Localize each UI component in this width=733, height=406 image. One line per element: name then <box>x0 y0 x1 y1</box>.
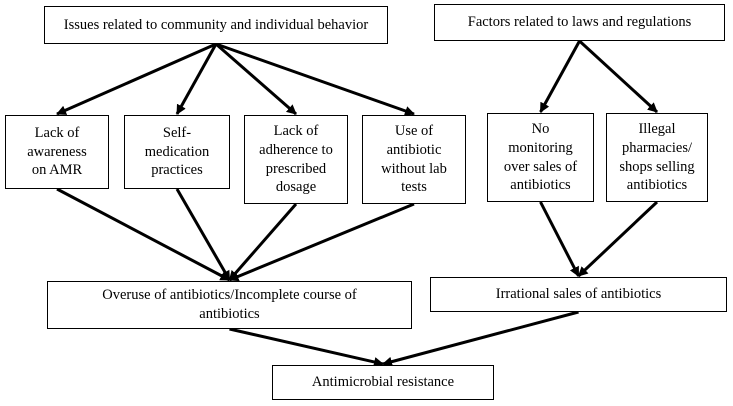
arrow-lack_awareness-to-overuse <box>56 187 231 282</box>
arrow-lack_adherence-to-overuse <box>228 203 298 281</box>
irrational-sales-label: Irrational sales of antibiotics <box>495 286 662 303</box>
arrow-irrational_sales-to-amr <box>382 310 579 367</box>
lack-awareness-box: Lack of awareness on AMR <box>5 115 109 189</box>
no-monitoring-box: No monitoring over sales of antibiotics <box>487 113 594 202</box>
laws-regulations-box: Factors related to laws and regulations <box>434 4 725 41</box>
arrow-community-to-self_medication <box>175 43 218 115</box>
antimicrobial-resistance-label: Antimicrobial resistance <box>311 374 455 391</box>
arrow-overuse-to-amr <box>229 327 384 367</box>
irrational-sales-box: Irrational sales of antibiotics <box>430 277 727 312</box>
no-monitoring-label: No monitoring over sales of antibiotics <box>503 120 578 194</box>
community-behavior-label: Issues related to community and individu… <box>63 16 369 33</box>
lack-awareness-label: Lack of awareness on AMR <box>27 124 87 179</box>
lack-adherence-box: Lack of adherence to prescribed dosage <box>244 115 348 204</box>
use-without-tests-box: Use of antibiotic without lab tests <box>362 115 466 204</box>
community-behavior-box: Issues related to community and individu… <box>44 6 388 44</box>
arrow-community-to-lack_adherence <box>215 42 297 116</box>
arrow-self_medication-to-overuse <box>175 188 231 281</box>
self-medication-label: Self- medication practices <box>144 124 210 179</box>
antimicrobial-resistance-box: Antimicrobial resistance <box>272 365 494 400</box>
use-without-tests-label: Use of antibiotic without lab tests <box>381 122 447 196</box>
self-medication-box: Self- medication practices <box>124 115 230 189</box>
arrow-use_without_tests-to-overuse <box>228 202 415 282</box>
arrow-laws-to-no_monitoring <box>539 40 581 113</box>
arrow-laws-to-illegal_pharmacies <box>578 39 659 114</box>
lack-adherence-label: Lack of adherence to prescribed dosage <box>259 122 333 196</box>
overuse-box: Overuse of antibiotics/Incomplete course… <box>47 281 412 329</box>
laws-regulations-label: Factors related to laws and regulations <box>467 14 692 31</box>
illegal-pharmacies-box: Illegal pharmacies/ shops selling antibi… <box>606 113 708 202</box>
arrow-illegal_pharmacies-to-irrational_sales <box>577 200 659 278</box>
overuse-label: Overuse of antibiotics/Incomplete course… <box>102 287 357 322</box>
arrow-community-to-use_without_tests <box>215 42 415 116</box>
arrow-no_monitoring-to-irrational_sales <box>539 201 580 277</box>
arrow-community-to-lack_awareness <box>56 42 217 116</box>
illegal-pharmacies-label: Illegal pharmacies/ shops selling antibi… <box>619 120 695 194</box>
